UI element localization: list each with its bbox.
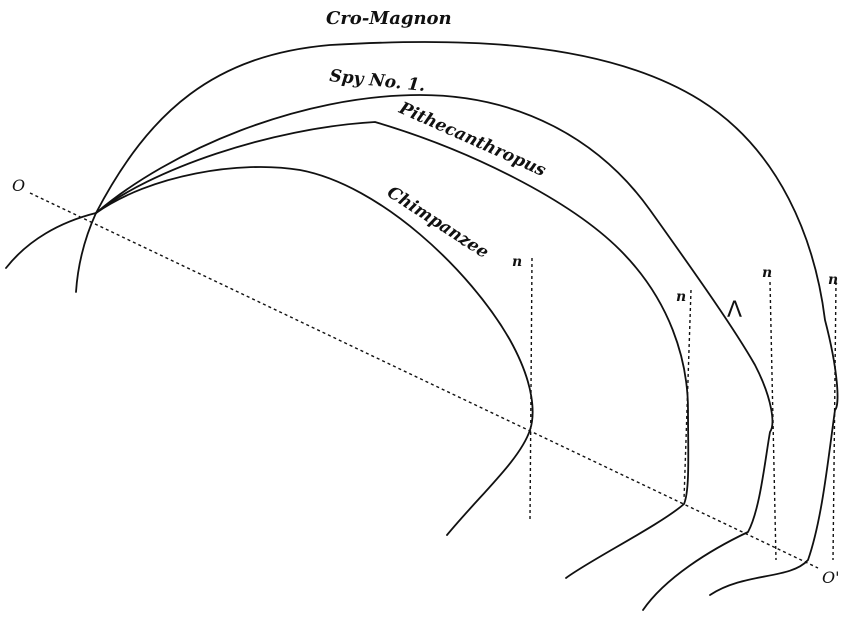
chimpanzee-profile (95, 166, 534, 536)
cro-magnon-n-label: n (828, 272, 838, 288)
pithecanthropus-profile (95, 121, 690, 579)
spy-profile (95, 94, 774, 611)
origin-lower-line (5, 212, 97, 269)
pithecanthropus-n-line (683, 289, 692, 501)
cro-magnon-profile (95, 41, 839, 596)
cro-magnon-n-line (832, 281, 837, 561)
spy-label: Spy No. 1. (328, 66, 426, 96)
origin-down-line (75, 212, 97, 293)
lambda-label: Λ (727, 298, 742, 323)
pithecanthropus-label: Pithecanthropus (395, 98, 549, 181)
point-o-prime-label: O' (822, 568, 840, 587)
cro-magnon-label: Cro-Magnon (326, 8, 452, 29)
o-o-prime-baseline (29, 192, 819, 569)
chimpanzee-n-label: n (512, 254, 522, 270)
point-o-label: O (12, 176, 25, 195)
chimpanzee-n-line (529, 257, 533, 521)
spy-n-label: n (762, 265, 772, 281)
pithecanthropus-n-label: n (676, 289, 686, 305)
